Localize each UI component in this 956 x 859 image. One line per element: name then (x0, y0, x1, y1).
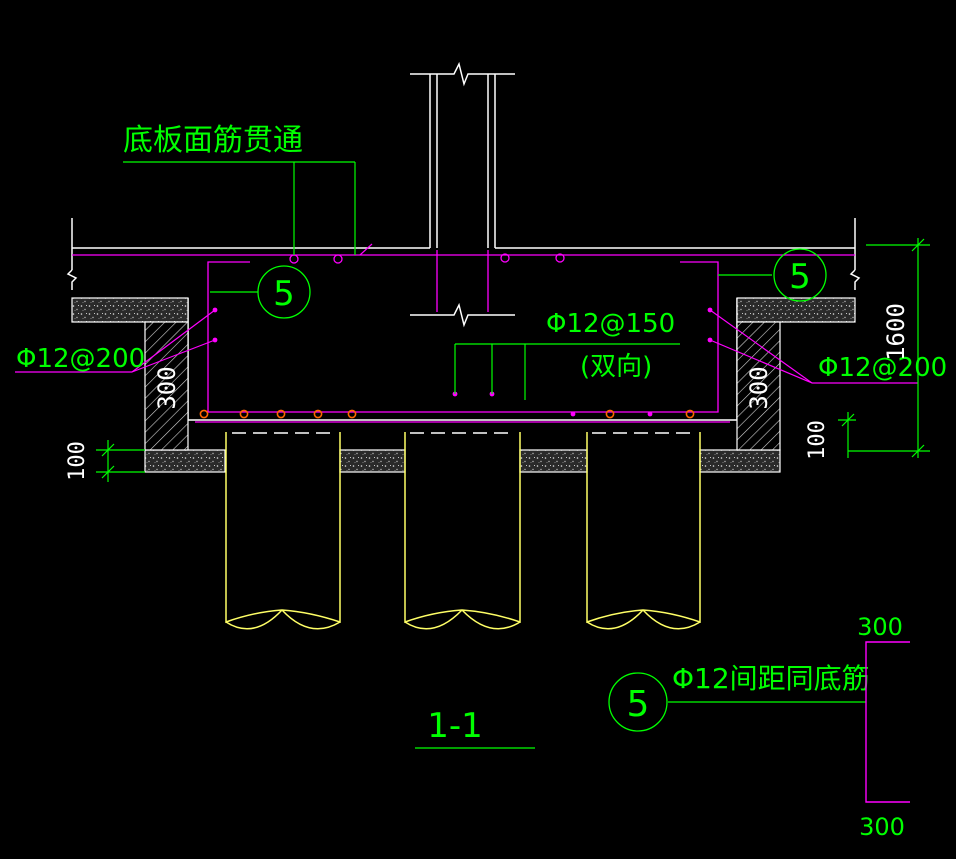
pile-2 (404, 432, 521, 630)
floor-slab (66, 218, 861, 290)
left-cushion-dim: 100 (65, 441, 90, 481)
legend-dim-bottom: 300 (859, 813, 905, 841)
right-cushion-dim: 100 (805, 420, 830, 460)
depth-dimension (838, 238, 930, 458)
legend-text: Φ12间距同底筋 (672, 662, 870, 695)
svg-text:5: 5 (627, 684, 650, 725)
left-wall-dim: 300 (153, 366, 181, 409)
pile-1 (225, 432, 341, 630)
pile-3 (586, 432, 701, 630)
right-rebar-label: Φ12@200 (818, 353, 947, 383)
cap-rebar-cage (195, 261, 730, 423)
column-dowels (436, 250, 489, 312)
left-cushion-dimension (96, 440, 145, 482)
top-bar-note: 底板面筋贯通 (123, 123, 303, 158)
top-break-line (410, 61, 515, 87)
mid-break-line (410, 302, 515, 328)
marker-legend: 5 (608, 672, 668, 732)
top-bar-dots (289, 253, 565, 264)
piles (225, 432, 701, 630)
center-rebar-label: Φ12@150 (546, 309, 675, 339)
center-rebar-direction: (双向) (580, 352, 652, 382)
legend-bar-shape (865, 641, 910, 803)
rebar-leaders (15, 243, 918, 384)
cushion-layers (71, 297, 856, 473)
svg-text:5: 5 (273, 274, 295, 314)
leaders (123, 161, 866, 703)
brick-walls (144, 321, 781, 451)
svg-text:5: 5 (789, 257, 811, 297)
depth-dim-text: 1600 (882, 303, 910, 361)
marker-right: 5 (773, 248, 827, 302)
right-wall-dim: 300 (745, 366, 773, 409)
column (410, 61, 515, 328)
svg-text:1-1: 1-1 (427, 706, 483, 746)
section-title: 1-1 (415, 706, 535, 749)
legend-dim-top: 300 (857, 613, 903, 641)
left-rebar-label: Φ12@200 (16, 344, 145, 374)
marker-left: 5 (257, 265, 311, 319)
